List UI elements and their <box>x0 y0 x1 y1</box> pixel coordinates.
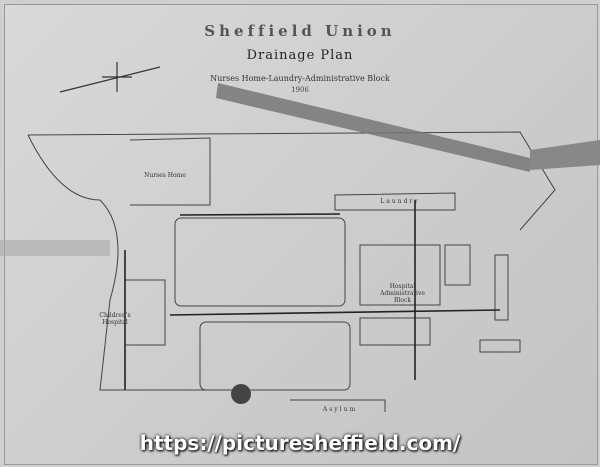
asylum-outline <box>290 399 386 412</box>
measuring-tape-strip <box>216 83 530 172</box>
tape-end <box>530 140 600 170</box>
field-south <box>199 321 351 391</box>
plan-scope: Nurses Home-Laundry-Administrative Block <box>210 74 390 83</box>
laundry-outline <box>334 192 456 211</box>
plan-subtitle: Drainage Plan <box>246 48 354 63</box>
block-c <box>479 339 521 353</box>
admin-wing <box>359 317 431 346</box>
main-drain <box>169 309 501 316</box>
label-childrens-hospital: Children's Hospital <box>99 312 131 326</box>
north-drain <box>179 213 341 216</box>
east-block <box>494 254 509 321</box>
hospital-outline <box>359 244 441 306</box>
plan-title: Sheffield Union <box>204 22 396 40</box>
label-hospital: Hospital Administrative Block <box>380 283 425 304</box>
road-west <box>27 134 290 391</box>
compass-rose-icon <box>59 62 161 93</box>
watermark-url: https://picturesheffield.com/ <box>139 431 461 455</box>
ink-stain <box>231 384 251 404</box>
nurses-home-outline <box>129 137 211 206</box>
block-b <box>444 244 471 286</box>
fold-shadow <box>0 240 110 256</box>
label-nurses-home: Nurses Home <box>144 172 186 179</box>
plan-year: 1906 <box>291 86 309 94</box>
field-north <box>174 217 346 307</box>
label-asylum: Asylum <box>322 406 358 413</box>
label-laundry: Laundry <box>380 198 420 205</box>
